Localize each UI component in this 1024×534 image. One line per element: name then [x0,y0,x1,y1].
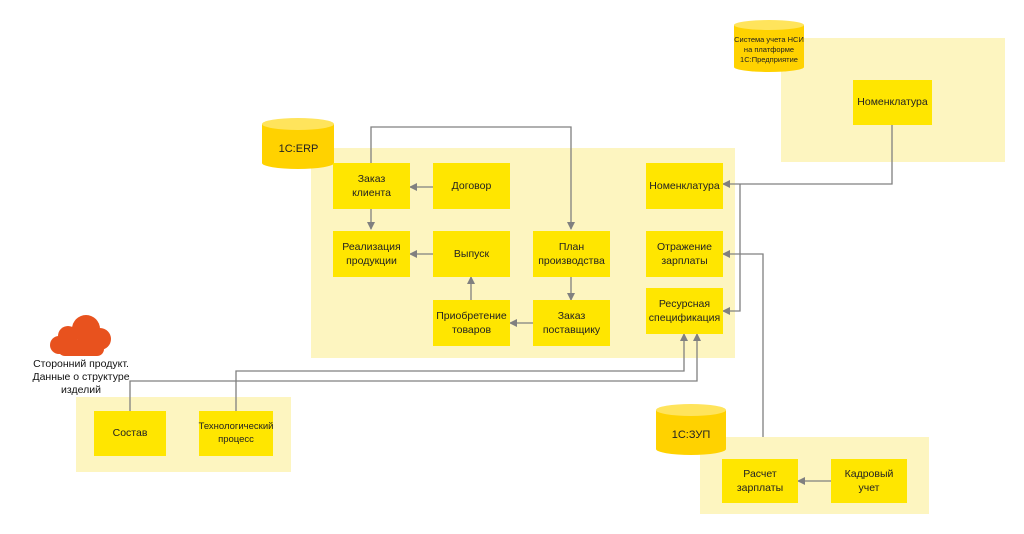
zup-database-label: 1С:ЗУП [671,428,711,441]
nsi-database-label: Система учета НСИ на платформе 1С:Предпр… [734,35,804,64]
arrow-techprocess-to-spec [235,333,688,411]
erp-nomenclature-box[interactable]: Номенклатура [646,163,723,209]
sales-box[interactable]: Реализация продукции [333,231,410,277]
nsi-nomenclature-box[interactable]: Номенклатура [853,80,932,125]
purchase-box[interactable]: Приобретение товаров [433,300,510,346]
hr-box[interactable]: Кадровый учет [831,459,907,503]
composition-box[interactable]: Состав [94,411,166,456]
resource-spec-box[interactable]: Ресурсная спецификация [646,288,723,334]
salary-reflection-box[interactable]: Отражение зарплаты [646,231,723,277]
production-plan-box[interactable]: План производства [533,231,610,277]
arrow-nsi-to-nomenclature [722,125,893,188]
payroll-box[interactable]: Расчет зарплаты [722,459,798,503]
zup-database-icon: 1С:ЗУП [655,403,727,456]
cloud-icon [50,315,111,356]
output-box[interactable]: Выпуск [433,231,510,277]
external-product-caption: Сторонний продукт. Данные о структуре из… [32,358,130,397]
arrow-order-to-plan [370,126,575,230]
arrow-payroll-to-salary [722,250,764,437]
nsi-database-icon: Система учета НСИ на платформе 1С:Предпр… [733,19,805,73]
tech-process-box[interactable]: Технологический процесс [199,411,273,456]
arrow-nsi-to-resource-spec [722,184,741,315]
supplier-order-box[interactable]: Заказ поставщику [533,300,610,346]
erp-database-label: 1С:ERP [278,142,319,155]
client-order-box[interactable]: Заказ клиента [333,163,410,209]
arrow-composition-to-spec [129,333,701,411]
contract-box[interactable]: Договор [433,163,510,209]
erp-database-icon: 1С:ERP [261,117,336,170]
